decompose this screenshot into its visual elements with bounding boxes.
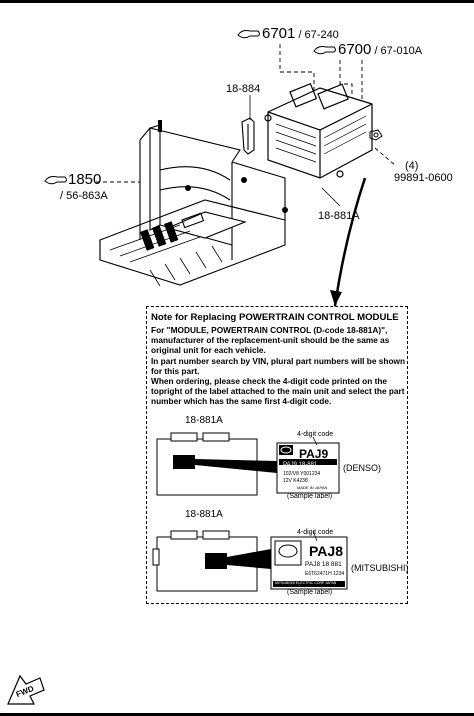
- ref-1850[interactable]: 1850: [68, 171, 102, 188]
- ref-arrow-6701-icon: [237, 30, 260, 39]
- ref-1850-sub[interactable]: / 56-863A: [60, 190, 108, 202]
- bracket-18-884: [241, 117, 255, 155]
- denso-maker: (DENSO): [343, 463, 381, 473]
- note-title: Note for Replacing POWERTRAIN CONTROL MO…: [151, 312, 399, 323]
- denso-code: PAJ9: [299, 447, 329, 461]
- mitsubishi-unit-illustration: [152, 530, 348, 592]
- denso-sample-caption: (Sample label): [287, 493, 333, 500]
- denso-part-number: 18-881A: [185, 415, 223, 426]
- note-paragraph-2: In part number search by VIN, plural par…: [151, 355, 406, 376]
- ref-6700-number: 6700: [338, 41, 372, 58]
- ref-1850-number: 1850: [68, 171, 102, 188]
- mitsubishi-label-line1: PAJ8 18 881: [305, 561, 342, 568]
- ref-6701[interactable]: 6701 / 67-240: [262, 25, 339, 42]
- denso-unit-illustration: [156, 432, 340, 496]
- ref-6700[interactable]: 6700 / 67-010A: [338, 41, 423, 58]
- mitsubishi-part-number: 18-881A: [185, 509, 223, 520]
- replacement-note-box: Note for Replacing POWERTRAIN CONTROL MO…: [146, 306, 409, 604]
- bolt-99891-0600-icon: [369, 129, 383, 141]
- part-qty: (4): [405, 160, 419, 172]
- mitsubishi-maker: (MITSUBISHI): [351, 563, 409, 573]
- denso-label-line2: 102/V8 Y001234: [283, 471, 321, 477]
- ref-6701-number: 6701: [262, 25, 296, 42]
- mitsubishi-code: PAJ8: [309, 543, 343, 559]
- denso-code-caption: 4-digit code: [297, 431, 334, 438]
- denso-label-line1: PAJ9 18-881: [283, 462, 318, 468]
- note-paragraph-1: For "MODULE, POWERTRAIN CONTROL (D-code …: [151, 325, 390, 356]
- mitsubishi-label-line3: MITSUBISHI ELECTRIC CORP JAPAN: [275, 581, 337, 585]
- ref-arrow-6700-icon: [313, 46, 336, 55]
- mitsubishi-code-caption: 4-digit code: [297, 529, 334, 536]
- denso-label-line4: MADE IN JAPAN: [297, 485, 328, 490]
- mitsubishi-label-line2: E6T62471H 1234: [305, 571, 345, 577]
- part-18-881a[interactable]: 18-881A: [318, 210, 360, 222]
- pcm-bracket-tray: [99, 120, 288, 287]
- note-paragraph-3: When ordering, please check the 4-digit …: [151, 376, 405, 407]
- denso-label-line3: 12V K4238: [283, 478, 308, 484]
- note-body: For "MODULE, POWERTRAIN CONTROL (D-code …: [151, 325, 407, 407]
- pcm-module-18-881a: [264, 82, 373, 179]
- part-18-884[interactable]: 18-884: [226, 83, 261, 95]
- ref-6700-sub: / 67-010A: [374, 45, 423, 57]
- fwd-arrow-icon: [7, 674, 45, 705]
- part-99891-0600[interactable]: 99891-0600: [394, 172, 453, 184]
- mitsubishi-sample-caption: (Sample label): [287, 589, 333, 596]
- ref-arrow-1850-icon: [44, 176, 67, 185]
- ref-6701-sub: / 67-240: [298, 29, 339, 41]
